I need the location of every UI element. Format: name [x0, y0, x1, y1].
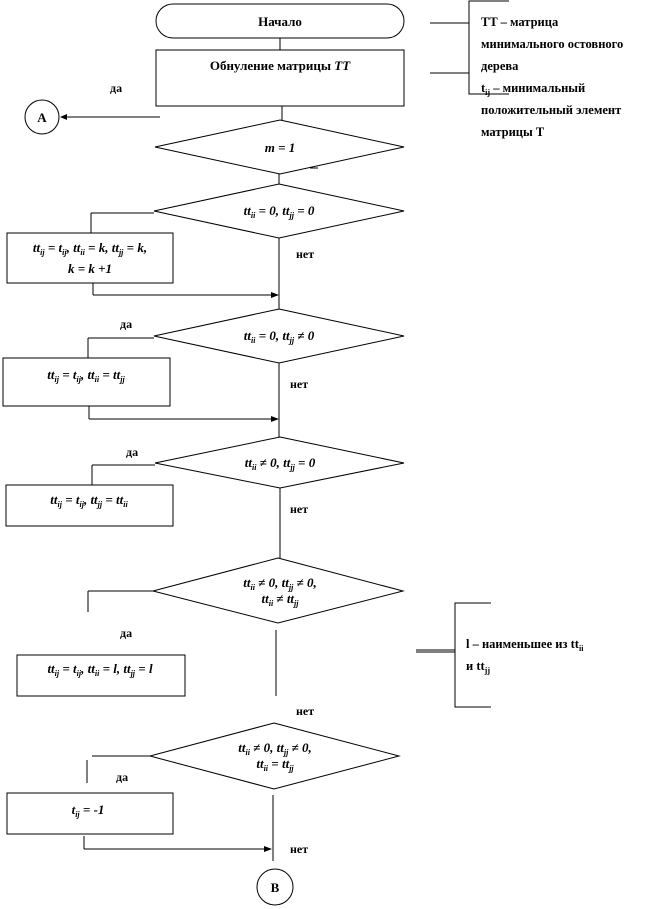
note-1-line: tij​ – минимальный — [481, 81, 585, 97]
decision-1-label: ttii​ = 0, ttjj​ = 0 — [244, 203, 315, 220]
yes-label-3: да — [126, 445, 138, 459]
arrowhead-icon — [271, 416, 279, 422]
action-3-block — [5, 484, 174, 527]
connector-b — [256, 868, 294, 906]
arrowhead-icon — [60, 114, 67, 120]
no-label-4: нет — [296, 704, 314, 718]
action-4-label: ttij​ = tij​, ttii​ = l, ttjj​ = l — [47, 661, 153, 678]
note-1-line: матрицы T — [481, 125, 545, 139]
yes-label-5: да — [116, 770, 128, 784]
yes-label-4: да — [120, 626, 132, 640]
decision-4-line1: ttii​ ≠ 0, ttjj​ ≠ 0, — [243, 575, 316, 592]
note-1-text: TT – матрица минимального остовного дерева… — [481, 15, 623, 139]
decision-5 — [148, 722, 401, 790]
decision-4 — [151, 557, 405, 624]
no-label-2: нет — [290, 377, 308, 391]
decision-5-line1: ttii​ ≠ 0, ttjj​ ≠ 0, — [238, 740, 311, 757]
connector-b-label: B — [271, 880, 280, 895]
action-3-label: ttij​ = tij​, ttjj​ = ttii​ — [50, 492, 128, 509]
decision-4-line2: ttii​ ≠ ttjj​ — [261, 591, 299, 608]
note-1-line: TT – матрица — [481, 15, 559, 29]
decision-m — [154, 119, 405, 175]
decision-m-label: m = 1 — [265, 140, 296, 155]
note-1-line: положительный элемент — [481, 103, 621, 117]
decision-2-label: ttii​ = 0, ttjj​ ≠ 0 — [244, 328, 315, 345]
connector-a-label: A — [37, 110, 47, 125]
arrowhead-icon — [271, 292, 279, 298]
note-2-line1: l – наименьшее из ttii​ — [466, 637, 584, 653]
init-process-block — [155, 49, 405, 107]
no-label-3: нет — [290, 502, 308, 516]
decision-3-label: ttii​ ≠ 0, ttjj​ = 0 — [245, 455, 316, 472]
connector-a — [24, 99, 60, 135]
action-5-label: tij​ = -1 — [72, 802, 105, 819]
action-1-line2: k = k +1 — [68, 261, 112, 276]
action-1-line1: ttij​ = tij​, ttii​ = k, ttjj​ = k, — [33, 240, 147, 257]
action-2-block — [2, 357, 171, 407]
action-5-block — [6, 792, 174, 835]
no-label-5: нет — [290, 842, 308, 856]
yes-label-2: да — [120, 317, 132, 331]
arrowhead-icon — [264, 846, 272, 852]
decision-5-line2: ttii​ = ttjj​ — [256, 756, 294, 773]
yes-label-a: да — [110, 81, 122, 95]
action-4-block — [16, 654, 186, 697]
note-2-bracket — [454, 602, 491, 708]
no-label-1: нет — [296, 247, 314, 261]
note-1-line: дерева — [481, 59, 519, 73]
action-1-block — [6, 232, 174, 284]
note-2-line2: и ttjj​ — [466, 659, 490, 675]
start-label: Начало — [258, 14, 302, 29]
init-process-label: Обнуление матрицы TT — [210, 58, 351, 73]
note-1-bracket — [468, 0, 509, 95]
note-1-line: минимального остовного — [481, 37, 623, 51]
action-2-label: ttij​ = tij​, ttii​ = ttjj​ — [47, 367, 125, 384]
